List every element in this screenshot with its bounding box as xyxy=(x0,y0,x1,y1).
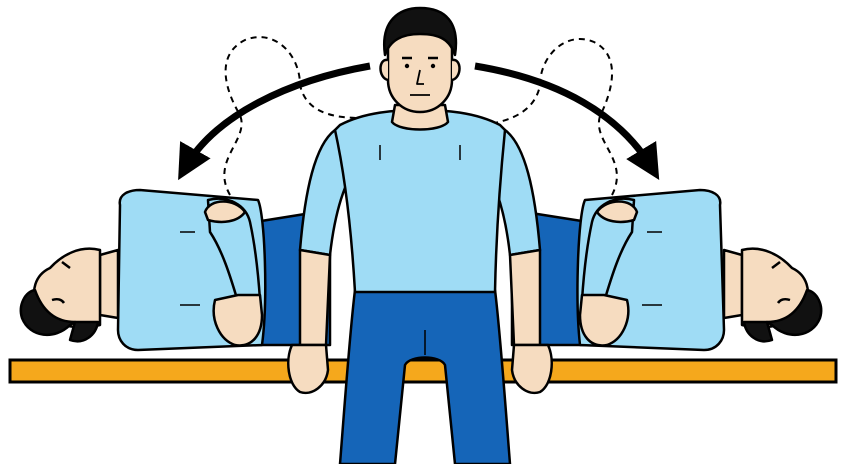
bed-edge xyxy=(10,360,836,382)
lying-figure-left xyxy=(21,190,330,350)
lying-figure-right xyxy=(512,190,821,350)
